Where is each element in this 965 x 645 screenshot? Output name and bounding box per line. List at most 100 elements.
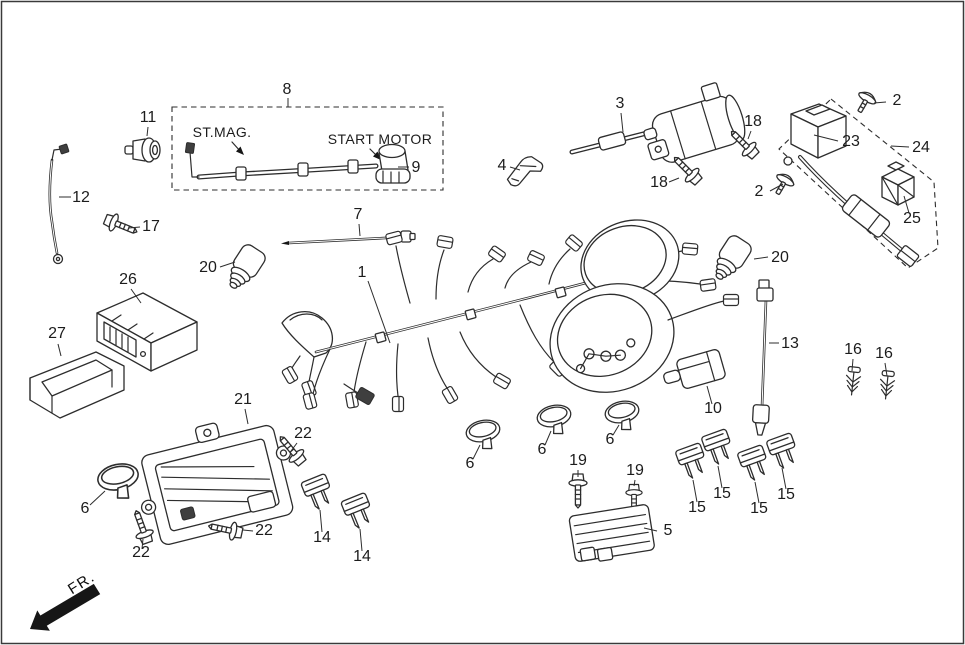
part-24-relay-assembly — [778, 98, 939, 269]
part-callout-1[interactable]: 1 — [358, 264, 367, 281]
part-callout-16[interactable]: 16 — [875, 345, 893, 362]
part-callout-20[interactable]: 20 — [771, 249, 789, 266]
part-callout-12[interactable]: 12 — [72, 189, 90, 206]
part-callout-2[interactable]: 2 — [755, 183, 764, 200]
part-callout-22[interactable]: 22 — [294, 425, 312, 442]
leader-line — [141, 538, 144, 550]
part-1-wire-harness — [280, 219, 740, 413]
part-3-ignition-coil — [569, 82, 746, 163]
part-callout-15[interactable]: 15 — [750, 500, 768, 517]
part-callout-16[interactable]: 16 — [844, 341, 862, 358]
part-callout-27[interactable]: 27 — [48, 325, 66, 342]
part-callout-20[interactable]: 20 — [199, 259, 217, 276]
leader-line — [57, 343, 62, 357]
part-callout-23[interactable]: 23 — [842, 133, 860, 150]
leader-line — [319, 509, 323, 533]
leader-line — [747, 130, 752, 140]
part-callout-18[interactable]: 18 — [744, 113, 762, 130]
leader-line — [146, 126, 149, 137]
leader-line — [89, 490, 106, 506]
part-callout-6[interactable]: 6 — [466, 455, 475, 472]
part-callout-7[interactable]: 7 — [354, 206, 363, 223]
part-callout-21[interactable]: 21 — [234, 391, 252, 408]
leader-line — [753, 256, 769, 260]
part-callout-2[interactable]: 2 — [893, 92, 902, 109]
leader-line — [717, 465, 723, 489]
part-callout-26[interactable]: 26 — [119, 271, 137, 288]
part-callout-15[interactable]: 15 — [777, 486, 795, 503]
leader-line — [781, 467, 787, 490]
part-25-relay — [881, 161, 915, 206]
leader-line — [643, 527, 658, 532]
leader-line — [754, 481, 760, 504]
part-10-connector — [663, 349, 726, 389]
part-callout-6[interactable]: 6 — [81, 500, 90, 517]
part-callout-13[interactable]: 13 — [781, 335, 799, 352]
part-callout-19[interactable]: 19 — [569, 452, 587, 469]
part-26-cdi-unit — [96, 292, 198, 372]
leader-line — [612, 424, 620, 436]
leader-line — [873, 101, 887, 104]
leader-line — [509, 166, 521, 171]
leader-line — [290, 442, 298, 452]
leader-line — [359, 528, 363, 552]
part-callout-22[interactable]: 22 — [132, 544, 150, 561]
leader-line — [706, 385, 713, 405]
leader-line — [242, 529, 254, 532]
part-callout-14[interactable]: 14 — [353, 548, 371, 565]
leader-line — [219, 261, 236, 268]
part-callout-9[interactable]: 9 — [412, 159, 421, 176]
leader-line — [130, 288, 142, 304]
part-9-boot — [375, 143, 411, 184]
dashed-region-24 — [778, 98, 939, 269]
part-callout-24[interactable]: 24 — [912, 139, 930, 156]
part-callout-18[interactable]: 18 — [650, 174, 668, 191]
part-callout-10[interactable]: 10 — [704, 400, 722, 417]
part-callout-11[interactable]: 11 — [140, 109, 157, 126]
leader-line — [244, 408, 249, 425]
part-4-plug-cap — [506, 156, 544, 187]
part-5-regulator — [568, 504, 655, 562]
leader-line — [692, 479, 698, 503]
harness-ring-upper — [580, 219, 680, 304]
part-12-battery-cable — [48, 143, 70, 265]
st-mag-label: ST.MAG. — [193, 124, 252, 140]
start-motor-label: START MOTOR — [328, 131, 433, 147]
leader-line — [367, 280, 391, 344]
part-callout-5[interactable]: 5 — [664, 522, 673, 539]
part-callout-6[interactable]: 6 — [606, 431, 615, 448]
part-21-battery-bracket — [140, 422, 294, 546]
part-callout-15[interactable]: 15 — [713, 485, 731, 502]
part-callout-3[interactable]: 3 — [616, 95, 625, 112]
part-13-lead-wire — [751, 279, 774, 436]
leader-line — [884, 362, 888, 377]
leader-line — [128, 226, 141, 229]
part-callout-19[interactable]: 19 — [626, 462, 644, 479]
detail-box-outline — [171, 106, 444, 191]
part-callout-14[interactable]: 14 — [313, 529, 331, 546]
leader-line — [358, 223, 361, 237]
part-callout-22[interactable]: 22 — [255, 522, 273, 539]
leader-line — [544, 430, 552, 446]
leader-line — [813, 134, 839, 142]
leader-line — [472, 444, 481, 460]
leader-line — [620, 112, 624, 133]
part-callout-6[interactable]: 6 — [538, 441, 547, 458]
part-23-relay — [783, 103, 920, 267]
part-callout-4[interactable]: 4 — [498, 157, 507, 174]
harness-ring-lower — [549, 283, 675, 393]
part-callout-17[interactable]: 17 — [142, 218, 160, 235]
leader-line — [890, 145, 910, 148]
leader-line — [633, 479, 636, 487]
leader-line — [903, 195, 910, 214]
part-27-holder — [29, 351, 125, 419]
leader-line — [668, 177, 680, 183]
part-callout-25[interactable]: 25 — [903, 210, 921, 227]
leader-line — [851, 358, 854, 372]
leader-line — [769, 183, 784, 192]
part-callout-15[interactable]: 15 — [688, 499, 706, 516]
part-callout-8[interactable]: 8 — [283, 81, 292, 98]
